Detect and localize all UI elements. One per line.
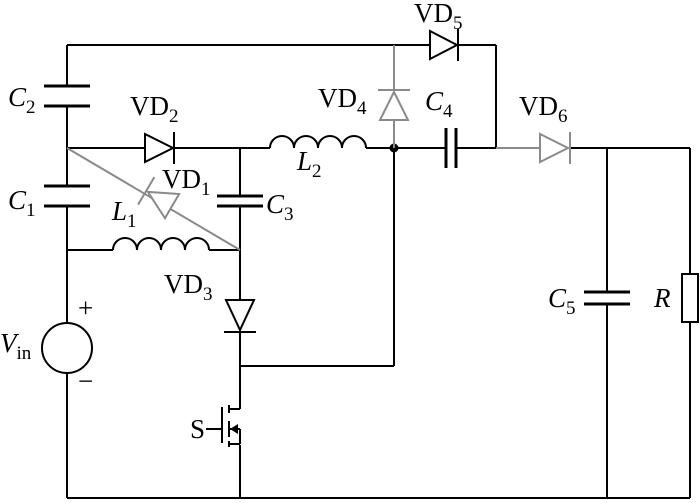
voltage-source-vin	[41, 322, 93, 374]
wires	[66, 44, 691, 499]
diode-vd1	[137, 176, 181, 221]
capacitor-c4	[444, 128, 458, 168]
diode-vd4	[378, 89, 410, 121]
diode-vd3	[224, 299, 256, 333]
label-vd1: VD1	[162, 164, 211, 200]
label-vd5: VD5	[414, 0, 463, 34]
capacitor-c5	[584, 290, 630, 306]
label-plus: +	[78, 293, 93, 323]
mosfet-switch-s	[206, 405, 241, 447]
diode-vd2	[144, 132, 176, 164]
label-vd4: VD4	[318, 83, 367, 119]
diode-vd5	[429, 29, 460, 61]
inductor-l1	[112, 237, 210, 251]
label-vd2: VD2	[130, 91, 179, 127]
label-minus: −	[78, 366, 93, 396]
label-c3: C3	[266, 189, 294, 225]
label-vd6: VD6	[519, 91, 568, 127]
label-l1: L1	[111, 196, 137, 232]
label-c2: C2	[8, 82, 36, 118]
capacitor-c2	[44, 84, 90, 108]
label-c1: C1	[8, 185, 36, 221]
label-r: R	[653, 283, 671, 313]
label-s: S	[190, 414, 205, 444]
label-c4: C4	[425, 86, 453, 122]
label-vin: Vin	[0, 328, 32, 364]
capacitor-c1	[44, 184, 90, 208]
diode-vd6	[539, 132, 571, 164]
labels: C2 C1 C3 C4 C5 L1 L2 VD1 VD2 VD3 VD4 VD5…	[0, 0, 671, 444]
resistor-r	[681, 273, 699, 323]
capacitor-c3	[217, 194, 263, 208]
label-c5: C5	[548, 283, 576, 319]
label-vd3: VD3	[164, 269, 213, 305]
label-l2: L2	[296, 146, 322, 182]
inductor-l2	[269, 135, 367, 149]
